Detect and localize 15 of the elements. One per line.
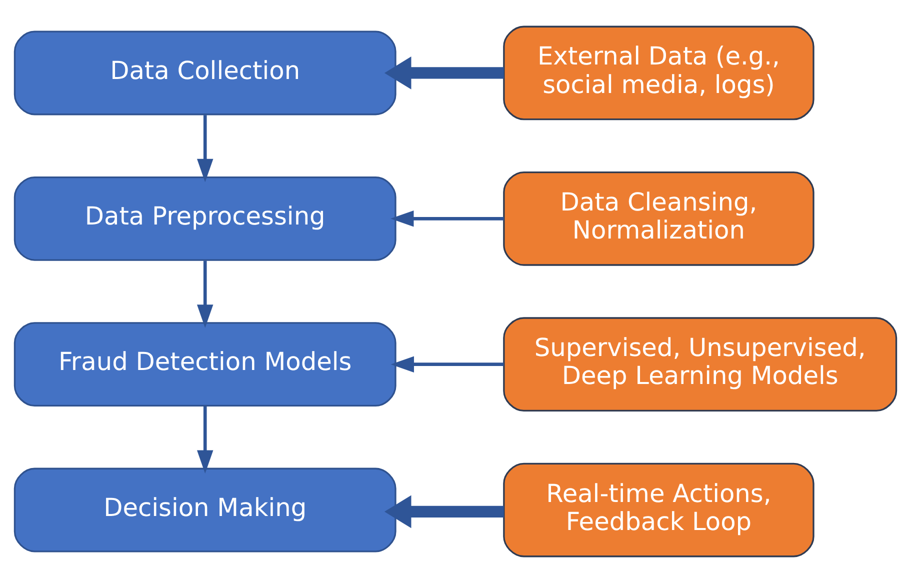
arrow [196,406,214,474]
arrow [390,210,504,227]
arrow [196,260,214,328]
arrow [384,495,504,528]
node-box: External Data (e.g., social media, logs) [503,26,814,120]
node-box: Supervised, Unsupervised, Deep Learning Models [503,317,898,412]
arrow [390,356,504,372]
arrow [384,56,504,90]
node-box: Data Collection [14,30,396,116]
node-box: Decision Making [14,468,396,552]
arrow [196,115,214,182]
node-box: Data Cleansing, Normalization [503,171,814,266]
node-box: Fraud Detection Models [14,322,396,407]
node-box: Data Preprocessing [14,176,396,261]
node-box: Real-time Actions, Feedback Loop [503,462,814,558]
